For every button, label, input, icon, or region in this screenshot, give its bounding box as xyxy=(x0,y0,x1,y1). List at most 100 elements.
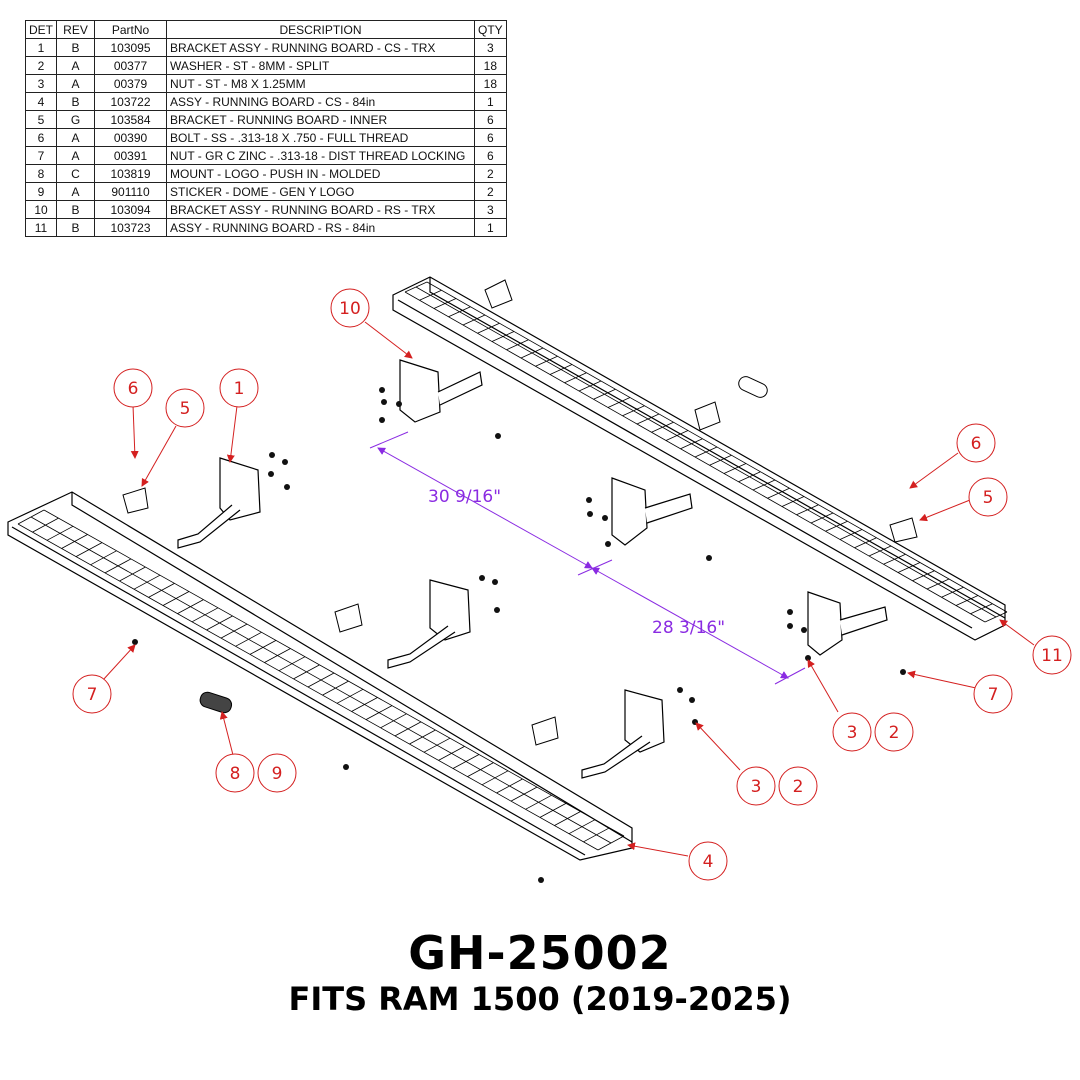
nut-dot xyxy=(706,555,712,561)
balloon-label: 6 xyxy=(971,434,982,454)
running-board-rs xyxy=(392,276,1008,641)
balloon-label: 3 xyxy=(847,723,858,743)
balloon-circle xyxy=(1032,635,1072,675)
bracket-rs-1 xyxy=(399,359,483,423)
nut-dot xyxy=(900,669,906,675)
balloon-label: 2 xyxy=(889,723,900,743)
balloon-circle xyxy=(330,288,370,328)
nut-dot xyxy=(381,399,387,405)
nut-dot xyxy=(787,609,793,615)
bom-cell-description: BRACKET ASSY - RUNNING BOARD - CS - TRX xyxy=(166,38,475,57)
balloon-circle xyxy=(688,841,728,881)
balloon-item: 7 xyxy=(72,674,112,714)
nut-dot xyxy=(343,764,349,770)
nut-dot xyxy=(492,579,498,585)
nut-dot xyxy=(269,452,275,458)
hardware xyxy=(122,279,918,746)
balloon-item: 4 xyxy=(688,841,728,881)
nut-dot xyxy=(396,401,402,407)
bom-cell-description: ASSY - RUNNING BOARD - RS - 84in xyxy=(166,218,475,237)
balloon-item: 6 xyxy=(113,368,153,408)
balloon-circle xyxy=(113,368,153,408)
nut-dot xyxy=(801,627,807,633)
bom-cell-partno: 00379 xyxy=(94,74,167,93)
balloon-item: 5 xyxy=(165,388,205,428)
bom-cell-qty: 1 xyxy=(474,218,507,237)
nut-dot xyxy=(379,387,385,393)
balloon-label: 1 xyxy=(234,379,245,399)
balloon-circle xyxy=(778,766,818,806)
balloon-item: 7 xyxy=(973,674,1013,714)
bom-cell-partno: 901110 xyxy=(94,182,167,201)
nut-dot xyxy=(494,607,500,613)
nut-dot xyxy=(479,575,485,581)
balloon-item: 10 xyxy=(330,288,370,328)
nut-dot xyxy=(268,471,274,477)
balloon-label: 7 xyxy=(988,685,999,705)
balloon-item: 9 xyxy=(257,753,297,793)
nut-dot xyxy=(538,877,544,883)
balloon-label: 9 xyxy=(272,764,283,784)
balloon-label: 3 xyxy=(751,777,762,797)
balloon-label: 10 xyxy=(339,299,361,319)
balloon-label: 5 xyxy=(983,488,994,508)
nut-dot xyxy=(379,417,385,423)
balloon-circle xyxy=(257,753,297,793)
balloon-item: 8 xyxy=(215,753,255,793)
nut-dot xyxy=(677,687,683,693)
balloon-circle xyxy=(968,477,1008,517)
balloon-circle xyxy=(736,766,776,806)
dimension-label-1: 30 9/16" xyxy=(428,487,501,507)
balloon-circle xyxy=(973,674,1013,714)
balloon-item: 5 xyxy=(968,477,1008,517)
bom-cell-qty: 18 xyxy=(474,74,507,93)
bracket-cs-1 xyxy=(177,457,261,549)
balloon-circle xyxy=(219,368,259,408)
bom-cell-partno: 103722 xyxy=(94,92,167,111)
balloon-circle xyxy=(874,712,914,752)
bom-header-qty: QTY xyxy=(474,20,507,39)
balloon-item: 1 xyxy=(219,368,259,408)
nut-dot xyxy=(605,541,611,547)
dimension-label-2: 28 3/16" xyxy=(652,618,725,638)
balloon-item: 3 xyxy=(736,766,776,806)
dimension-lines xyxy=(369,431,806,685)
nut-dot xyxy=(132,639,138,645)
balloon-label: 5 xyxy=(180,399,191,419)
brackets xyxy=(177,359,888,779)
balloon-item: 6 xyxy=(956,423,996,463)
nut-dot xyxy=(586,497,592,503)
balloon-circle xyxy=(72,674,112,714)
bom-cell-description: BRACKET - RUNNING BOARD - INNER xyxy=(166,110,475,129)
product-number: GH-25002 xyxy=(408,926,672,980)
nut-dot xyxy=(689,697,695,703)
bracket-cs-2 xyxy=(387,579,471,669)
balloon-label: 11 xyxy=(1041,646,1063,666)
nut-dot xyxy=(284,484,290,490)
balloon-label: 6 xyxy=(128,379,139,399)
nut-dot xyxy=(495,433,501,439)
bom-cell-partno: 103094 xyxy=(94,200,167,219)
nut-dot xyxy=(282,459,288,465)
bom-cell-partno: 103723 xyxy=(94,218,167,237)
balloon-circle xyxy=(956,423,996,463)
nut-dot xyxy=(787,623,793,629)
balloon-item: 2 xyxy=(778,766,818,806)
balloon-item: 3 xyxy=(832,712,872,752)
bom-cell-det: 11 xyxy=(25,218,57,237)
balloon-item: 2 xyxy=(874,712,914,752)
balloon-circle xyxy=(832,712,872,752)
balloon-leaders xyxy=(102,321,1035,857)
nut-dot xyxy=(602,515,608,521)
bom-cell-description: NUT - ST - M8 X 1.25MM xyxy=(166,74,475,93)
